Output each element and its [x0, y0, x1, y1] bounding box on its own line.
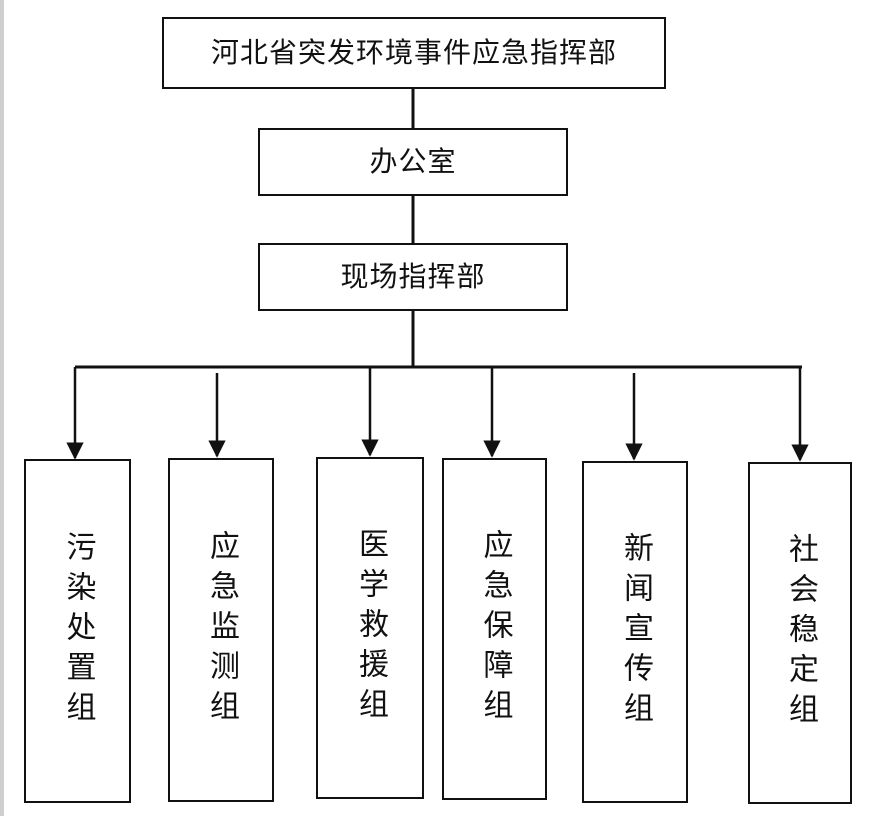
group-emergency-support: 应急保障组	[442, 458, 547, 800]
group-label: 社会稳定组	[783, 533, 818, 733]
office-box: 办公室	[258, 128, 568, 196]
group-news-publicity: 新闻宣传组	[582, 461, 688, 803]
page-left-edge	[0, 0, 4, 816]
group-pollution-disposal: 污染处置组	[24, 459, 131, 803]
title-box: 河北省突发环境事件应急指挥部	[162, 17, 666, 89]
office-box-label: 办公室	[369, 145, 457, 178]
group-label: 医学救援组	[353, 528, 388, 728]
site-command-box: 现场指挥部	[258, 243, 568, 311]
group-medical-rescue: 医学救援组	[316, 457, 424, 799]
group-label: 污染处置组	[60, 531, 96, 731]
group-emergency-monitoring: 应急监测组	[168, 458, 274, 802]
site-command-box-label: 现场指挥部	[340, 260, 486, 293]
title-box-label: 河北省突发环境事件应急指挥部	[210, 36, 617, 69]
group-label: 新闻宣传组	[618, 532, 653, 732]
group-social-stability: 社会稳定组	[748, 462, 852, 804]
group-label: 应急保障组	[477, 529, 513, 729]
group-label: 应急监测组	[204, 530, 239, 730]
